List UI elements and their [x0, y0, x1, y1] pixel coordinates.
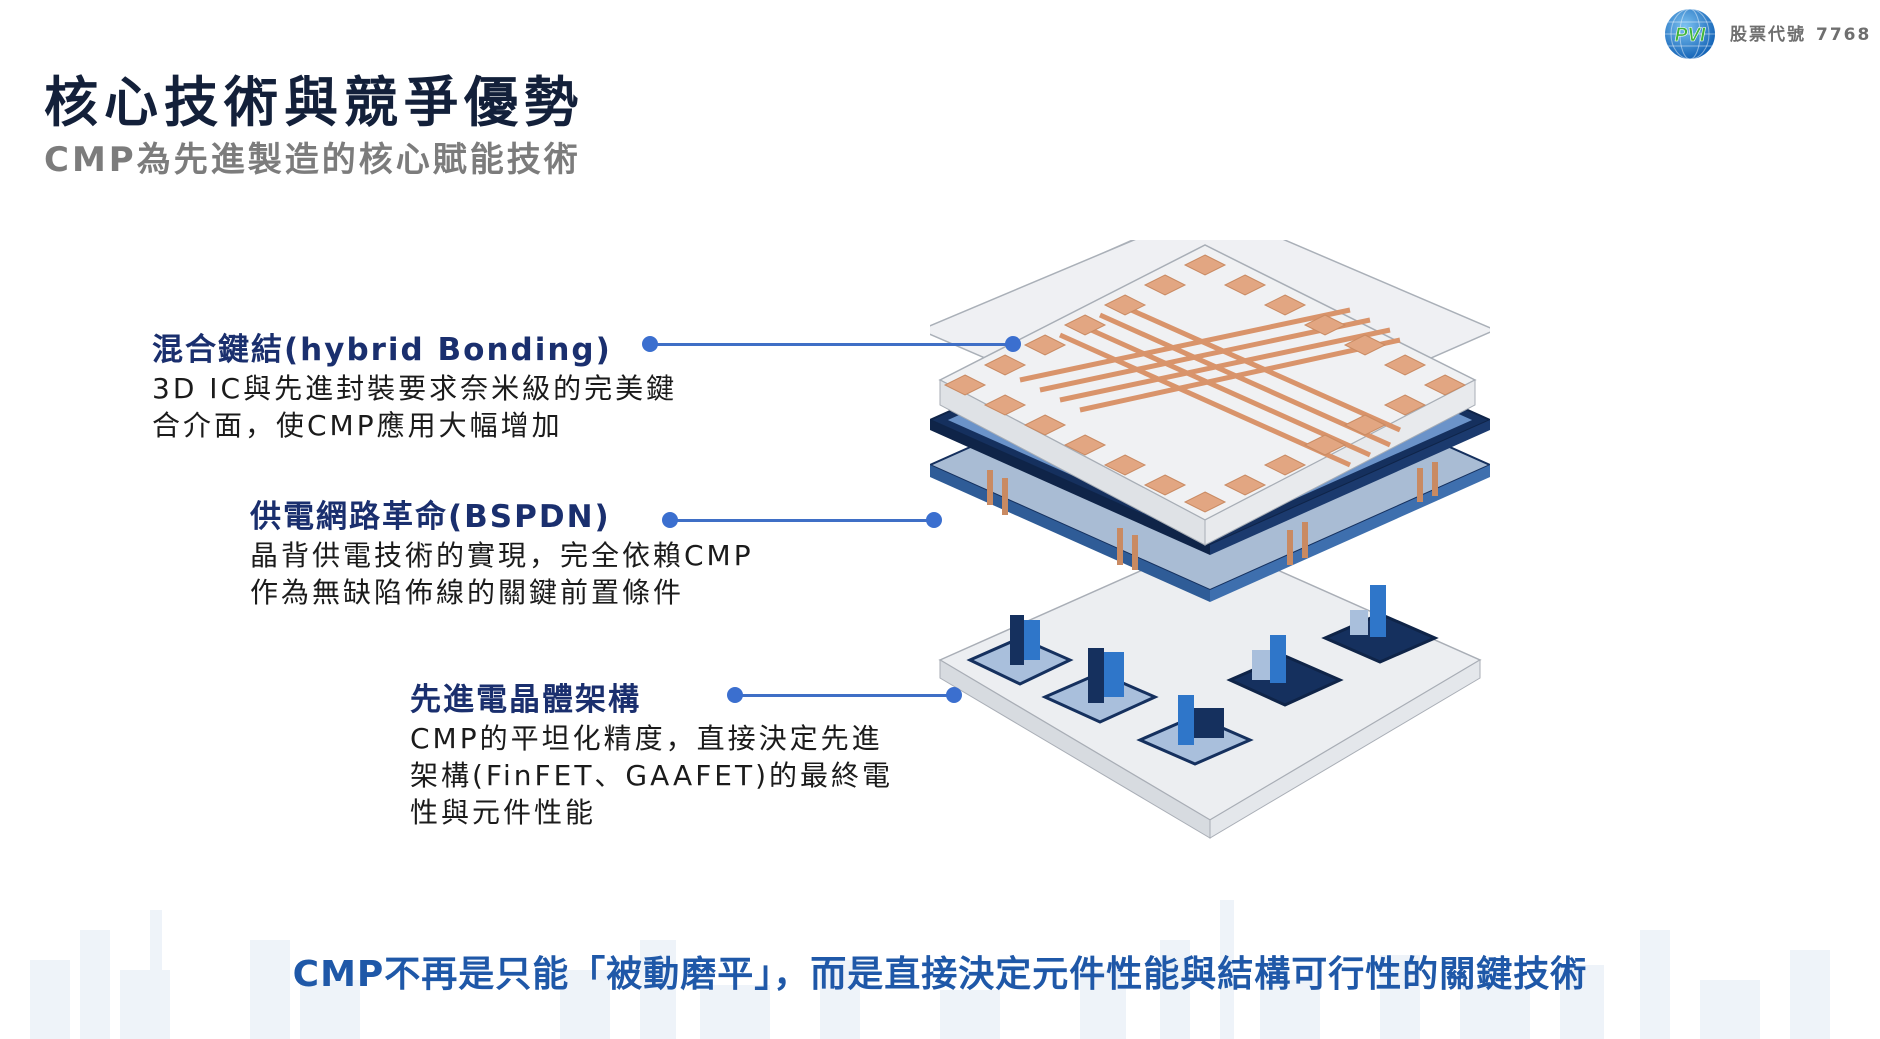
transistor-layer — [938, 539, 1482, 839]
connector-dot — [662, 512, 678, 528]
fin-structure — [966, 615, 1074, 686]
page-title: 核心技術與競爭優勢 — [44, 71, 584, 134]
pvi-globe-logo: PVI — [1665, 8, 1715, 60]
copper-pads — [943, 254, 1467, 513]
connector-dot — [1005, 336, 1021, 352]
logo-text: PVI — [1675, 25, 1706, 46]
feature-heading: 先進電晶體架構 — [410, 682, 641, 718]
fin-structure — [1136, 695, 1254, 766]
stock-code: 7768 — [1816, 25, 1872, 45]
feature-desc-line: 3D IC與先進封裝要求奈米級的完美鍵 — [152, 372, 678, 405]
connector-dot — [946, 687, 962, 703]
feature-transistor-architecture: 先進電晶體架構 CMP的平坦化精度，直接決定先進 架構(FinFET、GAAFE… — [410, 680, 893, 831]
conclusion-statement: CMP不再是只能「被動磨平」，而是直接決定元件性能與結構可行性的關鍵技術 — [292, 954, 1588, 995]
stock-code-label: 股票代號 7768 — [1730, 20, 1871, 45]
connector-line-transistor — [735, 694, 955, 697]
connector-dot — [642, 336, 658, 352]
feature-heading: 混合鍵結(hybrid Bonding) — [152, 332, 612, 368]
feature-desc-line: 合介面，使CMP應用大幅增加 — [152, 409, 563, 442]
page-subtitle: CMP為先進製造的核心賦能技術 — [44, 140, 581, 180]
copper-traces — [1019, 302, 1402, 468]
connector-dot — [727, 687, 743, 703]
feature-desc-line: 作為無缺陷佈線的關鍵前置條件 — [250, 576, 685, 609]
skyline-watermark — [30, 900, 1830, 1039]
feature-bspdn: 供電網路革命(BSPDN) 晶背供電技術的實現，完全依賴CMP 作為無缺陷佈線的… — [250, 497, 754, 611]
fin-structure — [1321, 585, 1439, 664]
feature-heading: 供電網路革命(BSPDN) — [250, 499, 611, 535]
fin-structure — [1041, 648, 1159, 724]
stock-label: 股票代號 — [1730, 25, 1806, 45]
feature-desc-line: 架構(FinFET、GAAFET)的最終電 — [410, 759, 894, 792]
connector-line-bspdn — [670, 519, 935, 522]
feature-desc-line: CMP的平坦化精度，直接決定先進 — [410, 722, 883, 755]
feature-desc-line: 性與元件性能 — [410, 796, 597, 829]
connector-line-hybrid-bonding — [650, 343, 1015, 346]
feature-hybrid-bonding: 混合鍵結(hybrid Bonding) 3D IC與先進封裝要求奈米級的完美鍵… — [152, 330, 677, 444]
hybrid-bonding-die — [938, 244, 1477, 546]
fin-structure — [1226, 635, 1344, 707]
connector-dot — [926, 512, 942, 528]
feature-desc-line: 晶背供電技術的實現，完全依賴CMP — [250, 539, 754, 572]
